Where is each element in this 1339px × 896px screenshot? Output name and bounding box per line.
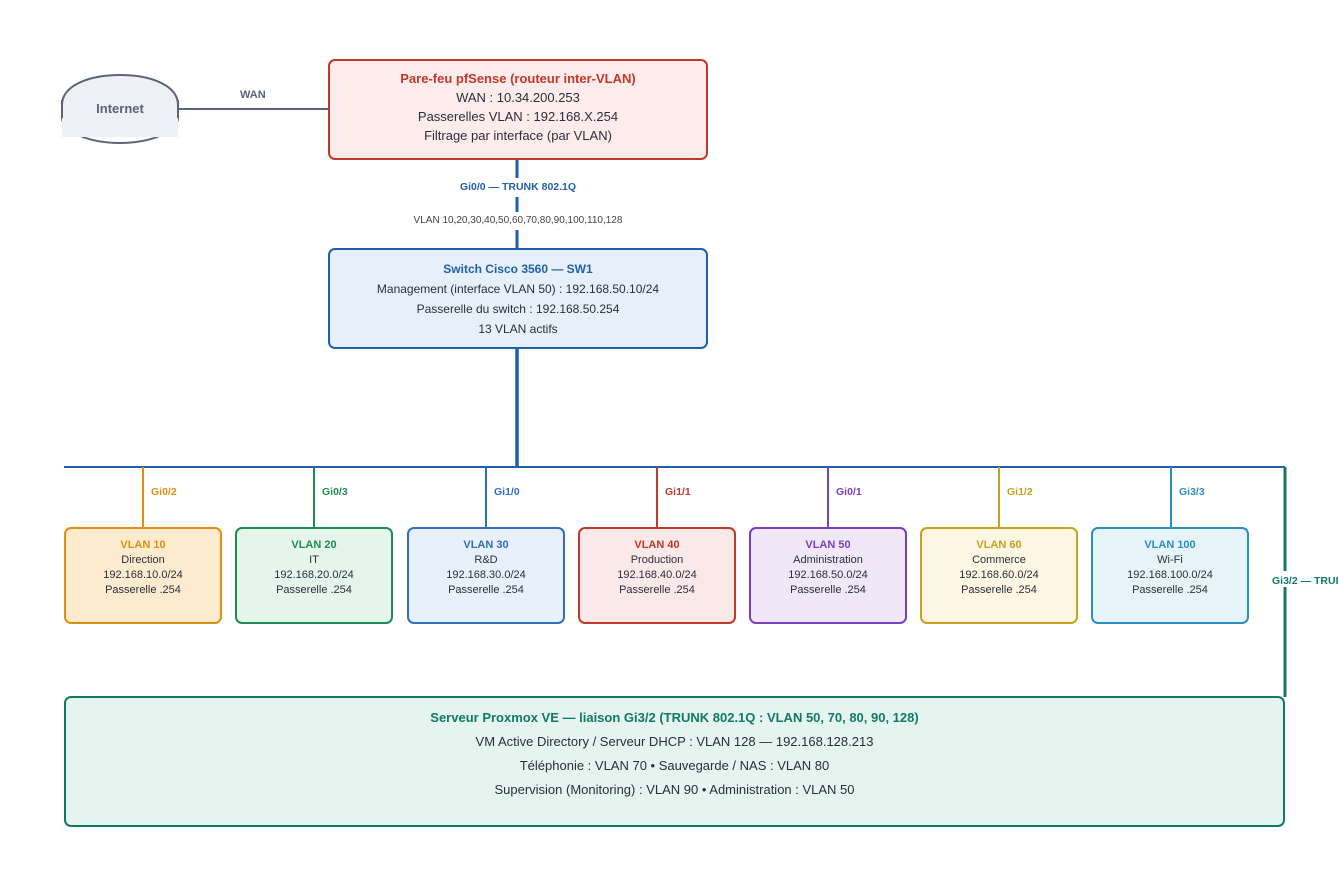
vlan-subnet: 192.168.10.0/24 (103, 569, 183, 581)
port-label: Gi0/2 (151, 486, 177, 498)
vlan-name: VLAN 100 (1144, 539, 1196, 551)
proxmox-link-label: Gi3/2 — TRUI (1272, 575, 1339, 587)
proxmox-box[interactable]: Serveur Proxmox VE — liaison Gi3/2 (TRUN… (64, 696, 1285, 827)
proxmox-link-label-clip: Gi3/2 — TRUI (1269, 571, 1339, 587)
firewall-box[interactable]: Pare-feu pfSense (routeur inter-VLAN) WA… (328, 59, 708, 160)
proxmox-line: Téléphonie : VLAN 70 • Sauvegarde / NAS … (519, 758, 830, 773)
vlan-role: Wi-Fi (1157, 554, 1183, 566)
vlan-gateway: Passerelle .254 (790, 584, 866, 596)
vlan-gateway: Passerelle .254 (1132, 584, 1208, 596)
firewall-line: WAN : 10.34.200.253 (456, 90, 580, 105)
vlan-subnet: 192.168.50.0/24 (788, 569, 868, 581)
trunk-label: Gi0/0 — TRUNK 802.1Q (459, 181, 577, 193)
proxmox-line: Supervision (Monitoring) : VLAN 90 • Adm… (494, 782, 855, 797)
switch-line: Passerelle du switch : 192.168.50.254 (416, 302, 620, 316)
vlan-box[interactable]: VLAN 10 Direction 192.168.10.0/24 Passer… (64, 527, 222, 624)
port-label: Gi0/3 (322, 486, 348, 498)
vlan-name: VLAN 50 (805, 539, 851, 551)
vlan-name: VLAN 40 (634, 539, 680, 551)
vlan-box[interactable]: VLAN 100 Wi-Fi 192.168.100.0/24 Passerel… (1091, 527, 1249, 624)
vlan-name: VLAN 30 (463, 539, 509, 551)
firewall-title: Pare-feu pfSense (routeur inter-VLAN) (400, 71, 636, 86)
vlan-gateway: Passerelle .254 (961, 584, 1037, 596)
port-label: Gi0/1 (836, 486, 862, 498)
vlan-box[interactable]: VLAN 50 Administration 192.168.50.0/24 P… (749, 527, 907, 624)
proxmox-title: Serveur Proxmox VE — liaison Gi3/2 (TRUN… (430, 710, 919, 725)
vlan-gateway: Passerelle .254 (105, 584, 181, 596)
vlan-role: Commerce (972, 554, 1026, 566)
vlan-role: Production (630, 554, 684, 566)
port-label: Gi3/3 (1179, 486, 1205, 498)
vlan-box[interactable]: VLAN 60 Commerce 192.168.60.0/24 Passere… (920, 527, 1078, 624)
vlan-subnet: 192.168.30.0/24 (446, 569, 526, 581)
vlan-subnet: 192.168.60.0/24 (959, 569, 1039, 581)
vlan-role: IT (309, 554, 319, 566)
trunk-vlan-list: VLAN 10,20,30,40,50,60,70,80,90,100,110,… (413, 215, 623, 226)
switch-title: Switch Cisco 3560 — SW1 (443, 262, 593, 276)
vlan-subnet: 192.168.40.0/24 (617, 569, 697, 581)
firewall-line: Passerelles VLAN : 192.168.X.254 (417, 109, 619, 124)
vlan-box[interactable]: VLAN 30 R&D 192.168.30.0/24 Passerelle .… (407, 527, 565, 624)
vlan-box[interactable]: VLAN 20 IT 192.168.20.0/24 Passerelle .2… (235, 527, 393, 624)
wan-label: WAN (240, 89, 266, 101)
vlan-name: VLAN 60 (976, 539, 1022, 551)
vlan-role: Administration (793, 554, 863, 566)
port-label: Gi1/2 (1007, 486, 1033, 498)
proxmox-line: VM Active Directory / Serveur DHCP : VLA… (475, 734, 874, 749)
vlan-box[interactable]: VLAN 40 Production 192.168.40.0/24 Passe… (578, 527, 736, 624)
internet-cloud-icon (61, 73, 179, 145)
vlan-subnet: 192.168.20.0/24 (274, 569, 354, 581)
switch-box[interactable]: Switch Cisco 3560 — SW1 Management (inte… (328, 248, 708, 349)
vlan-role: Direction (121, 554, 165, 566)
vlan-name: VLAN 10 (120, 539, 166, 551)
port-label: Gi1/0 (494, 486, 520, 498)
vlan-gateway: Passerelle .254 (276, 584, 352, 596)
vlan-gateway: Passerelle .254 (448, 584, 524, 596)
vlan-subnet: 192.168.100.0/24 (1127, 569, 1213, 581)
port-label: Gi1/1 (665, 486, 691, 498)
switch-line: 13 VLAN actifs (478, 322, 558, 336)
firewall-line: Filtrage par interface (par VLAN) (424, 128, 612, 143)
switch-line: Management (interface VLAN 50) : 192.168… (376, 282, 660, 296)
vlan-gateway: Passerelle .254 (619, 584, 695, 596)
vlan-role: R&D (474, 554, 498, 566)
vlan-name: VLAN 20 (291, 539, 337, 551)
internet-label: Internet (96, 101, 144, 116)
